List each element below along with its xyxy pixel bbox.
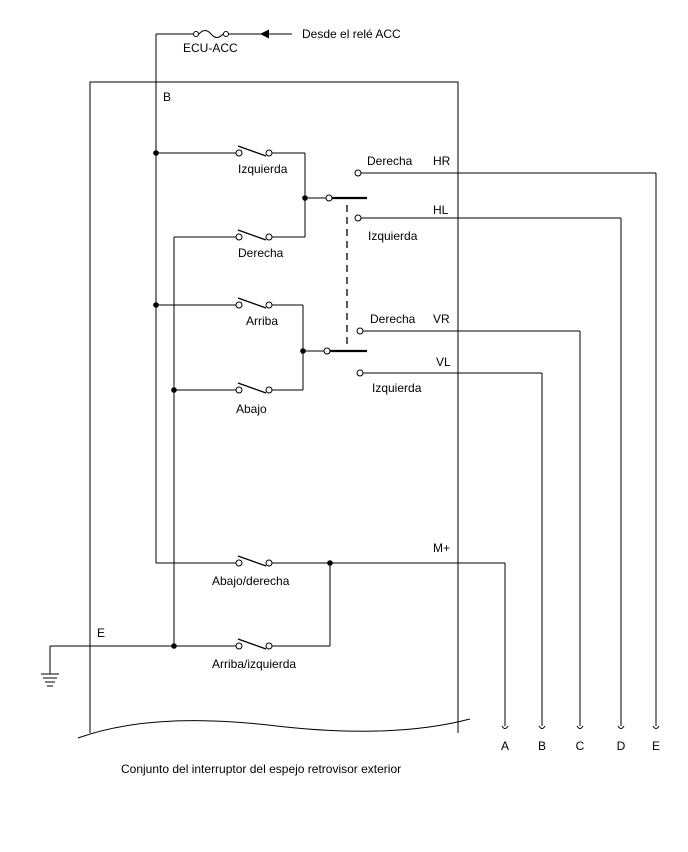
source-label: Desde el relé ACC (302, 27, 401, 41)
connector-e-label: E (652, 739, 660, 753)
selector-upper-left-label: Izquierda (368, 229, 418, 243)
ground-icon (41, 645, 174, 687)
arrow-icon (260, 29, 269, 39)
connector-b-label: B (538, 739, 546, 753)
pin-vr-label: VR (433, 312, 450, 326)
assembly-outline (89, 81, 459, 733)
selector-lower-right-label: Derecha (370, 312, 416, 326)
lower-selector-feed (300, 305, 367, 390)
output-wiring (354, 169, 657, 726)
switch-label-arriba-izquierda: Arriba/izquierda (212, 657, 296, 671)
switch-label-arriba: Arriba (246, 314, 278, 328)
connector-c-label: C (576, 739, 585, 753)
pin-hr-label: HR (433, 154, 451, 168)
assembly-break-edge (77, 718, 471, 739)
power-feed (155, 29, 292, 563)
selector-upper-right-label: Derecha (367, 154, 413, 168)
switch-abajo (235, 382, 303, 394)
switch-arriba-izquierda (174, 563, 331, 650)
terminal-e-label: E (97, 626, 105, 640)
switch-arriba (235, 297, 303, 309)
switch-label-abajo: Abajo (236, 402, 267, 416)
switch-label-derecha: Derecha (238, 246, 284, 260)
pin-hl-label: HL (433, 203, 449, 217)
switch-derecha (235, 229, 305, 241)
fuse-label: ECU-ACC (183, 41, 238, 55)
common-rails (153, 150, 236, 649)
switch-izquierda (235, 145, 305, 157)
pin-mplus-label: M+ (433, 541, 450, 555)
selector-lower-left-label: Izquierda (372, 381, 422, 395)
terminal-b-label: B (163, 90, 171, 104)
assembly-caption: Conjunto del interruptor del espejo retr… (121, 762, 401, 776)
switch-label-abajo-derecha: Abajo/derecha (212, 574, 290, 588)
connector-a-label: A (501, 739, 509, 753)
switch-label-izquierda: Izquierda (238, 162, 288, 176)
pin-vl-label: VL (436, 355, 451, 369)
connector-break-marks (501, 725, 660, 729)
connector-d-label: D (617, 739, 626, 753)
switch-abajo-derecha (156, 555, 506, 726)
upper-selector-feed (302, 153, 367, 237)
